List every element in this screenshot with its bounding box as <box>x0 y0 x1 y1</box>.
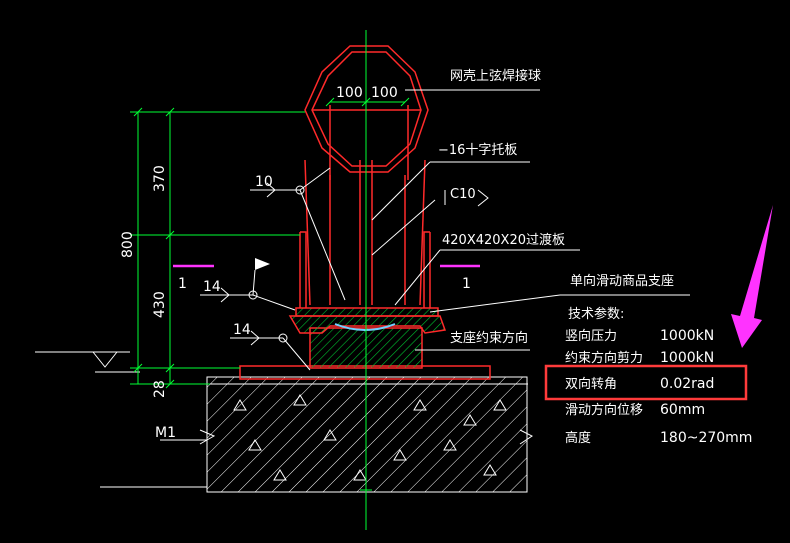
dim-top-left: 100 <box>336 85 363 101</box>
label-ball: 网壳上弦焊接球 <box>450 68 541 84</box>
param-value-3: 60mm <box>660 402 705 418</box>
label-c10: C10 <box>450 187 476 202</box>
welded-ball <box>304 45 429 180</box>
dim-total: 800 <box>120 231 136 258</box>
weld-10-label: 10 <box>255 174 273 190</box>
params-title: 技术参数: <box>568 306 624 322</box>
section-mark-right: 1 <box>440 264 480 292</box>
cross-plate <box>299 159 431 308</box>
dim-upper: 370 <box>152 165 168 192</box>
tech-params: 技术参数: 竖向压力 1000kN 约束方向剪力 1000kN 双向转角 0.0… <box>544 306 752 446</box>
label-cross-plate: −16十字托板 <box>438 143 517 158</box>
param-value-4: 180~270mm <box>660 430 752 446</box>
param-label-4: 高度 <box>565 430 591 446</box>
dim-lower: 430 <box>152 291 168 318</box>
param-label-2: 双向转角 <box>565 376 617 392</box>
label-restraint: 支座约束方向 <box>450 330 528 346</box>
pointer-arrow-icon <box>731 205 773 348</box>
label-m1: M1 <box>155 425 176 441</box>
dim-top-right: 100 <box>371 85 398 101</box>
param-value-0: 1000kN <box>660 328 714 344</box>
param-value-1: 1000kN <box>660 350 714 366</box>
center-line <box>360 30 372 530</box>
section-label-right: 1 <box>462 276 471 292</box>
ground-symbol <box>35 351 140 373</box>
section-label-left: 1 <box>178 276 187 292</box>
bearing-body <box>288 307 447 369</box>
param-label-0: 竖向压力 <box>565 328 617 344</box>
dimension-lines <box>130 97 410 389</box>
section-mark-left: 1 <box>173 264 214 292</box>
dim-base: 28 <box>152 380 168 398</box>
weld-14a-label: 14 <box>203 279 221 295</box>
param-label-3: 滑动方向位移 <box>565 402 643 418</box>
param-value-2: 0.02rad <box>660 376 714 392</box>
weld-14b-label: 14 <box>233 322 251 338</box>
label-bearing: 单向滑动商品支座 <box>570 273 674 289</box>
concrete-foundation <box>100 376 533 493</box>
leader-lines <box>200 89 690 371</box>
weld-flag-icon <box>255 258 270 270</box>
label-transition-plate: 420X420X20过渡板 <box>442 232 565 248</box>
param-label-1: 约束方向剪力 <box>565 350 643 366</box>
highlight-box <box>544 364 748 401</box>
